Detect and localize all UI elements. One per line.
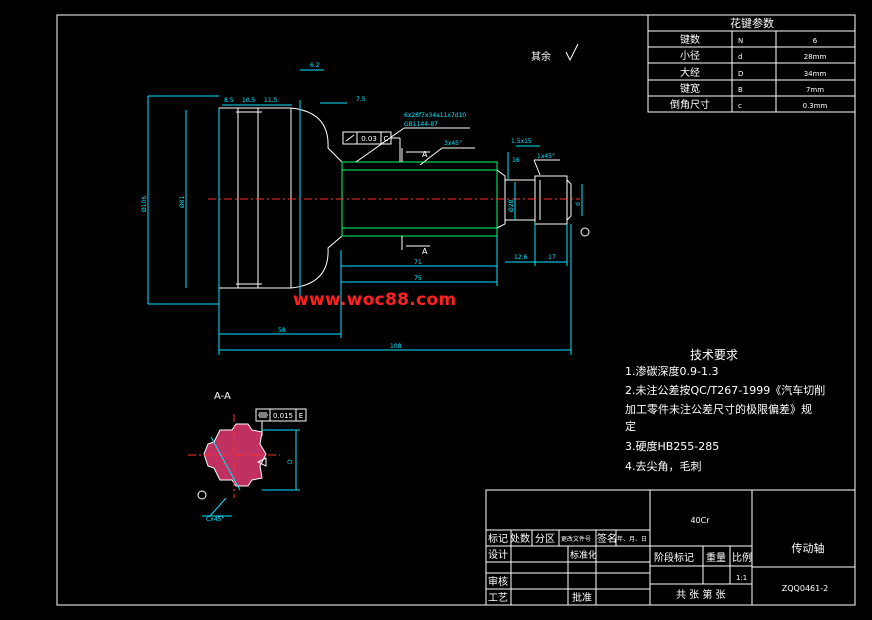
position-tolerance-icon (345, 134, 355, 142)
tb-ratio: 比例 (732, 551, 752, 564)
dim-cx45: Cx45° (206, 516, 224, 523)
dim-7-5: 7.5 (356, 96, 366, 103)
dim-1x45: 1x45° (537, 153, 555, 160)
datum-circle-icon (197, 490, 207, 500)
spline-row-symbol: D (738, 70, 743, 78)
tech-line: 定 (625, 419, 636, 433)
technical-requirements: 技术要求 1.渗碳深度0.9-1.3 2.未注公差按QC/T267-1999《汽… (625, 348, 825, 473)
dim-17: 17 (548, 254, 556, 261)
tb-drawing-no: ZQQ0461-2 (782, 584, 828, 593)
tech-title: 技术要求 (690, 348, 738, 362)
tb-mark: 标记 (488, 533, 508, 545)
dim-58: 58 (278, 327, 286, 334)
spline-row-symbol: B (738, 86, 743, 94)
dim-16: 16 (512, 157, 520, 164)
spline-row-name: 键数 (680, 33, 700, 46)
dim-11-5: 11.5 (264, 97, 278, 104)
tb-weight: 重量 (706, 551, 726, 564)
tb-stage-mark: 阶段标记 (654, 551, 694, 564)
watermark: www.woc88.com (293, 290, 457, 310)
spline-note-2: GB1144-87 (404, 121, 438, 128)
dim-section-d: D (287, 459, 294, 464)
tech-line: 1.渗碳深度0.9-1.3 (625, 364, 718, 378)
dim-1-5x15: 1.5x15 (511, 138, 532, 145)
spline-row-name: 小径 (680, 49, 700, 62)
spline-row-value: 6 (813, 37, 818, 45)
tb-process: 工艺 (488, 592, 508, 604)
spline-row-value: 7mm (806, 86, 824, 94)
section-tolerance-datum: E (299, 412, 303, 420)
tolerance-value: 0.03 (361, 135, 377, 143)
tb-count: 处数 (510, 532, 530, 545)
tb-date: 年、月、日 (617, 535, 647, 543)
shaft-main-view: 0.03 C (147, 69, 590, 355)
section-mark-bottom: A (422, 247, 428, 256)
tb-design: 设计 (488, 548, 508, 561)
tb-part-name: 传动轴 (792, 541, 825, 555)
spline-row-symbol: d (738, 53, 742, 61)
spline-row-symbol: N (738, 37, 743, 45)
main-view-dimensions: 6.2 7.5 8.5 10.5 11.5 1.5x15 16 3x45° 1x… (141, 62, 582, 350)
dim-m: d (575, 202, 582, 206)
tb-sheets: 共 张 第 张 (676, 588, 726, 601)
tech-line: 4.去尖角，毛刺 (625, 460, 702, 473)
spline-row-name: 倒角尺寸 (670, 98, 710, 111)
tb-standardize: 标准化 (570, 549, 597, 561)
spline-row-value: 0.3mm (803, 102, 828, 110)
dim-8-5: 8.5 (224, 97, 234, 104)
dim-75: 75 (414, 275, 422, 282)
tb-change-doc: 更改文件号 (561, 535, 591, 543)
roughness-symbol-icon (565, 43, 579, 62)
dim-71: 71 (414, 259, 422, 266)
spline-parameter-table: 花键参数 键数 N 6 小径 d 28mm 大经 D 34mm 键宽 B 7mm… (647, 14, 856, 113)
section-mark-top: A (422, 150, 428, 159)
dim-phi81: Ø81 (179, 195, 186, 208)
tech-line: 加工零件未注公差尺寸的极限偏差》规 (625, 402, 812, 416)
dim-phi28: Ø28 (508, 199, 515, 212)
tb-approve: 批准 (572, 591, 592, 604)
tech-line: 3.硬度HB255-285 (625, 439, 719, 453)
drawing-border (56, 14, 856, 606)
dim-12-6: 12.6 (514, 254, 528, 261)
dim-6-2: 6.2 (310, 62, 320, 69)
spline-row-name: 键宽 (680, 82, 700, 95)
section-a-a-view: A-A 0.015 E D Cx45° (188, 391, 307, 523)
title-block: 标记 处数 分区 更改文件号 签名 年、月、日 设计 标准化 审核 工艺 批准 … (485, 489, 856, 606)
tb-material: 40Cr (690, 516, 710, 525)
dim-108: 108 (390, 343, 402, 350)
spline-row-value: 34mm (804, 70, 827, 78)
symmetry-tolerance-icon (258, 412, 268, 418)
tb-zone: 分区 (535, 533, 555, 545)
tech-line: 2.未注公差按QC/T267-1999《汽车切削 (625, 383, 825, 397)
dim-10-5: 10.5 (242, 97, 256, 104)
section-tolerance-value: 0.015 (273, 412, 293, 420)
tb-sign: 签名 (597, 532, 617, 545)
dim-3x45: 3x45° (444, 140, 462, 147)
roughness-note: 其余 (531, 50, 551, 63)
tb-scale: 1:1 (736, 574, 747, 582)
tb-check: 审核 (488, 575, 508, 588)
spline-row-value: 28mm (804, 53, 827, 61)
spline-note-1: 6x28f7x34a11x7d10 (404, 112, 466, 119)
section-label: A-A (214, 391, 231, 402)
spline-row-name: 大经 (680, 66, 700, 79)
tolerance-datum: C (384, 135, 389, 143)
spline-row-symbol: c (738, 102, 742, 110)
spline-table-title: 花键参数 (730, 16, 774, 30)
dim-phi106: Ø106 (141, 196, 148, 212)
